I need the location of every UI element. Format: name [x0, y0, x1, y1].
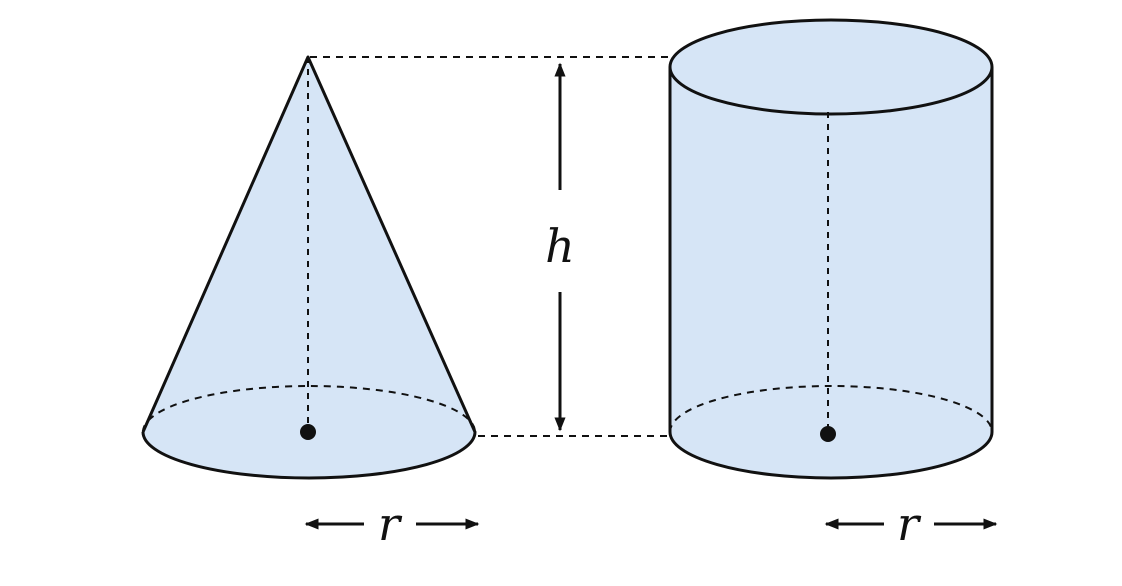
cone-base-center-dot [300, 424, 316, 440]
cone-base-back-edge [142, 385, 476, 433]
cylinder [668, 18, 994, 480]
cylinder-base-center-dot [820, 426, 836, 442]
cone-outline [141, 55, 477, 480]
cone [141, 55, 477, 480]
cone-radius-label: r [378, 497, 403, 551]
cylinder-body [670, 20, 992, 478]
cone-radius-dimension: r [304, 497, 480, 551]
cylinder-outline [668, 67, 994, 480]
cylinder-radius-dimension: r [824, 497, 998, 551]
cylinder-top-face [668, 18, 994, 116]
cylinder-base-back-edge [669, 385, 993, 433]
height-label: h [545, 219, 575, 273]
cylinder-radius-label: r [897, 497, 922, 551]
height-dimension: h [545, 62, 575, 432]
cone-body [143, 57, 475, 478]
